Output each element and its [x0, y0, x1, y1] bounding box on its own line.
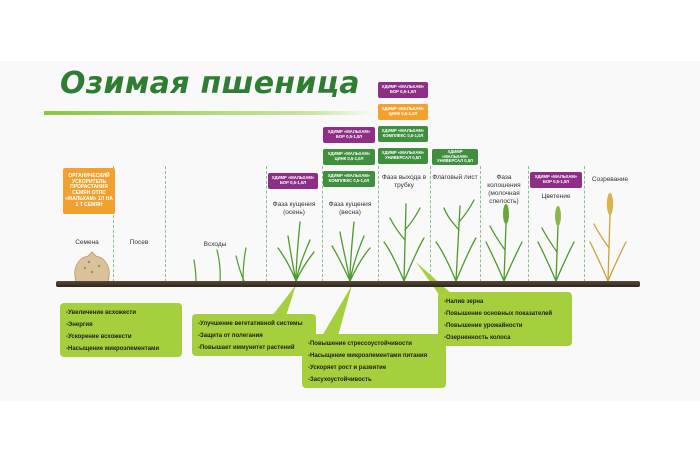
- product-tube-complex: ХДИМР «МАЛЬХАМ» КОМПЛЕКС 0,5-1,0Л: [378, 126, 428, 142]
- column-divider: [113, 166, 114, 282]
- benefit-item: -Насыщение микроэлементами: [66, 346, 160, 352]
- stage-label-shoots: Всходы: [203, 241, 227, 248]
- benefits-seeds-box: -Увеличение всхожести -Энергия -Ускорени…: [60, 303, 182, 357]
- column-divider: [165, 166, 166, 282]
- benefit-item: -Засухоустойчивость: [308, 377, 372, 383]
- column-divider: [378, 166, 379, 282]
- benefits-tillering-box: -Повышение стрессоустойчивости -Насыщени…: [302, 334, 446, 388]
- benefit-item: -Налив зерна: [444, 299, 484, 305]
- column-divider: [322, 166, 323, 282]
- flowering-plant-icon: [537, 206, 575, 282]
- tillering-plant-icon: [277, 221, 315, 282]
- stage-label-ripening: Созревание: [591, 176, 629, 183]
- column-divider: [584, 166, 585, 282]
- column-divider: [430, 166, 431, 282]
- benefit-item: -Озерненность колоса: [444, 335, 511, 341]
- stage-label-seeds: Семена: [75, 239, 99, 246]
- benefit-item: -Повышение урожайности: [444, 323, 523, 329]
- column-divider: [480, 166, 481, 282]
- stage-label-heading: Фаза колошения (молочная спелость): [487, 174, 521, 206]
- seed-sack-icon: [74, 251, 110, 283]
- flag-leaf-plant-icon: [435, 199, 477, 282]
- product-tillering-spring-zinc: ХДИМР «МАЛЬХАМ» ЦИНК 0,5-1,0Л: [323, 149, 375, 165]
- benefit-item: -Энергия: [66, 322, 93, 328]
- benefit-item: -Насыщение микроэлементами питания: [308, 353, 428, 359]
- product-seed-accelerator: ОРГАНИЧЕСКИЙ УСКОРИТЕЛЬ ПРОРАСТАНИЯ СЕМЯ…: [63, 168, 115, 214]
- product-tillering-autumn-bor: ХДИМР «МАЛЬХАМ» БОР 0,5-1,0Л: [268, 173, 318, 189]
- sprout-icon: [193, 247, 247, 282]
- stage-label-flag-leaf: Флаговый лист: [432, 174, 478, 181]
- benefit-item: -Защита от полегания: [198, 333, 263, 339]
- benefits-shoots-box: -Улучшение вегетативной системы -Защита …: [192, 314, 316, 356]
- product-tillering-spring-bor: ХДИМР «МАЛЬХАМ» БОР 0,5-1,0Л: [323, 127, 375, 143]
- product-tube-zinc: ХДИМР «МАЛЬХАМ» ЦИНК 0,5-1,0Л: [378, 104, 428, 120]
- stage-label-sowing: Посев: [129, 239, 149, 246]
- heading-plant-icon: [485, 204, 523, 282]
- benefit-item: -Повышение стрессоустойчивости: [308, 341, 412, 347]
- column-divider: [266, 166, 267, 282]
- tillering-spring-plant-icon: [331, 221, 371, 282]
- product-flowering-bor: ХДИМР «МАЛЬХАМ» БОР 0,5-1,0Л: [530, 172, 582, 188]
- product-tube-universal: ХДИМР «МАЛЬХАМ» УНИВЕРСАЛ 0,5Л: [378, 148, 428, 164]
- product-tube-bor: ХДИМР «МАЛЬХАМ» БОР 0,5-1,0Л: [378, 82, 428, 98]
- stage-label-tube: Фаза выхода в трубку: [381, 174, 427, 190]
- stage-label-tillering-spring: Фаза кущения (весна): [328, 201, 372, 217]
- product-tillering-spring-complex: ХДИМР «МАЛЬХАМ» КОМПЛЕКС 0,5-1,0Л: [323, 171, 375, 187]
- callout-pointers: [272, 262, 454, 336]
- stage-label-tillering-autumn: Фаза кущения (осень): [272, 201, 316, 217]
- benefit-item: -Ускорение всхожести: [66, 334, 132, 340]
- ripe-wheat-icon: [589, 193, 627, 282]
- benefit-item: -Увеличение всхожести: [66, 310, 137, 316]
- benefit-item: -Улучшение вегетативной системы: [198, 321, 303, 327]
- benefit-item: -Повышает иммунитет растений: [198, 345, 295, 351]
- stage-label-flowering: Цветение: [541, 193, 571, 200]
- page-title: Озимая пшеница: [60, 66, 360, 101]
- benefits-heading-box: -Налив зерна -Повышение основных показат…: [438, 292, 572, 346]
- benefit-item: -Повышение основных показателей: [444, 311, 553, 317]
- title-underline: [44, 111, 374, 115]
- soil-line: [56, 281, 640, 287]
- tube-stage-plant-icon: [383, 203, 425, 282]
- product-flag-leaf-universal: ХДИМР «МАЛЬХАМ» УНИВЕРСАЛ 0,5Л: [432, 149, 478, 165]
- column-divider: [528, 166, 529, 282]
- benefit-item: -Ускоряет рост и развитие: [308, 365, 387, 371]
